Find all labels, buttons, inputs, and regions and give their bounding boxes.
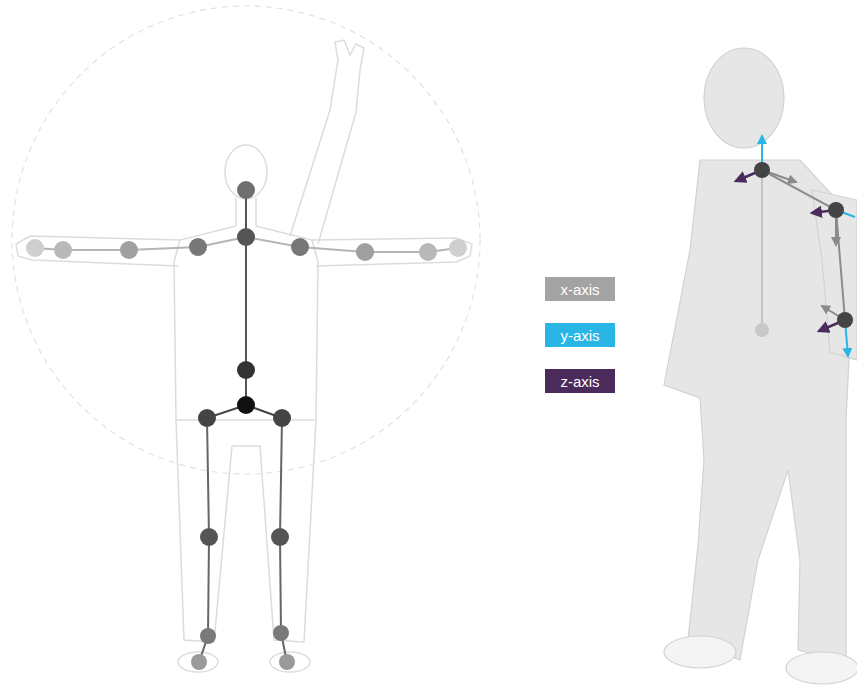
side-spine-joint — [755, 323, 769, 337]
body-outline — [16, 40, 472, 672]
legend-label: y-axis — [560, 328, 599, 343]
elbow-right-joint — [356, 243, 374, 261]
head-outline — [225, 145, 267, 199]
legs-outline — [176, 420, 316, 642]
side-skeleton — [736, 136, 855, 356]
foot-right-joint — [279, 654, 295, 670]
knee-right-joint — [271, 528, 289, 546]
legend-swatch: z-axis — [545, 369, 615, 393]
legend-label: x-axis — [560, 282, 599, 297]
side-elbow-joint — [837, 312, 853, 328]
range-circle — [12, 6, 480, 474]
hip-left-joint — [198, 409, 216, 427]
shoulder-center-joint — [237, 228, 255, 246]
wrist-right-joint — [419, 243, 437, 261]
hand-right-joint — [449, 239, 467, 257]
shoulder-right-joint — [291, 238, 309, 256]
side-arm-bone — [762, 170, 845, 320]
side-head-outline — [704, 48, 784, 148]
left-shoe-outline — [178, 652, 218, 672]
right-shoe-outline — [270, 652, 310, 672]
hand-left-joint — [26, 239, 44, 257]
legend-swatch: y-axis — [545, 323, 615, 347]
spine-joint — [237, 361, 255, 379]
side-spine-bone — [761, 170, 763, 330]
ankle-left-joint — [200, 628, 216, 644]
shoulder-left-joint — [189, 238, 207, 256]
foot-left-joint — [191, 654, 207, 670]
skeleton-joints — [26, 181, 467, 670]
raised-arm-outline — [290, 40, 364, 244]
hip-center-joint — [237, 396, 255, 414]
head-joint — [237, 181, 255, 199]
skeleton-bones — [35, 190, 458, 662]
hip-right-joint — [273, 409, 291, 427]
side-arm-outline — [812, 190, 857, 360]
side-shoulder-joint — [828, 202, 844, 218]
ankle-right-joint — [273, 625, 289, 641]
legend-label: z-axis — [560, 374, 599, 389]
side-body — [664, 48, 857, 684]
side-shoulder-center-joint — [754, 162, 770, 178]
side-shoe-right — [786, 652, 857, 684]
knee-left-joint — [200, 528, 218, 546]
wrist-left-joint — [54, 241, 72, 259]
side-shoe-left — [664, 636, 736, 668]
legend-swatch: x-axis — [545, 277, 615, 301]
elbow-left-joint — [120, 241, 138, 259]
